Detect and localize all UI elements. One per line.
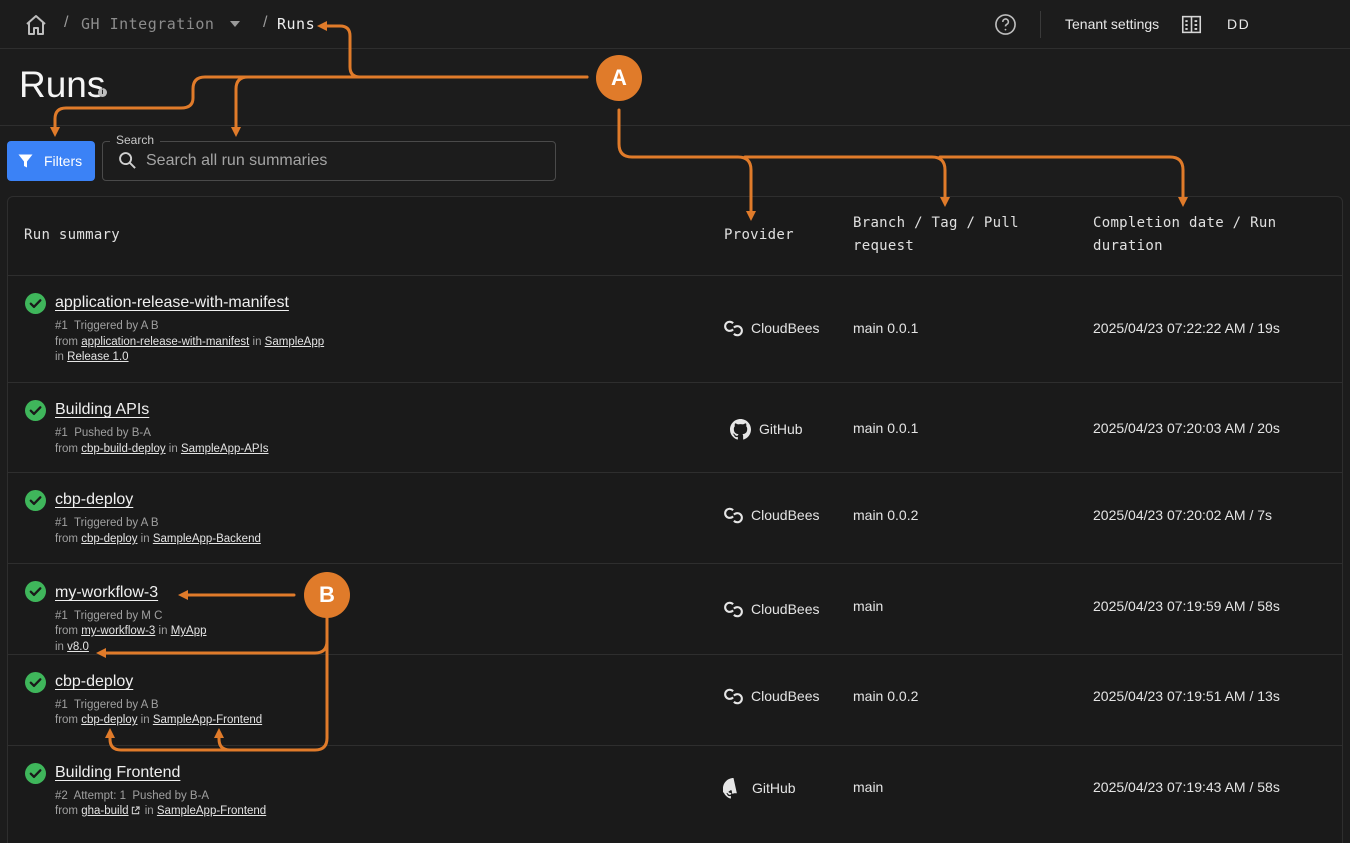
repository-link[interactable]: SampleApp-Backend (152, 533, 261, 545)
info-icon[interactable]: i (98, 88, 107, 97)
workflow-link[interactable]: my-workflow-3 (81, 625, 156, 637)
top-bar: / GH Integration / Runs Tenant settings … (0, 0, 1350, 49)
table-row[interactable]: cbp-deploy #1 Triggered by A B from cbp-… (8, 654, 1342, 745)
building-icon[interactable] (1181, 14, 1202, 35)
workflow-link[interactable]: cbp-build-deploy (81, 443, 166, 455)
branch-tag: main (853, 779, 884, 795)
provider-name: GitHub (759, 421, 803, 437)
workflow-link[interactable]: cbp-deploy (81, 714, 138, 726)
completion-date: 2025/04/23 07:22:22 AM / 19s (1093, 320, 1280, 336)
repository-link[interactable]: SampleApp (264, 336, 325, 348)
run-meta-line: #2 Attempt: 1 Pushed by B-A (55, 790, 210, 802)
table-row[interactable]: cbp-deploy #1 Triggered by A B from cbp-… (8, 472, 1342, 563)
success-check-icon (25, 672, 46, 693)
filters-button[interactable]: Filters (7, 141, 95, 181)
branch-tag: main 0.0.1 (853, 420, 919, 436)
home-icon[interactable] (24, 13, 48, 37)
column-header-branch: Branch / Tag / Pull request (853, 215, 1019, 254)
cloudbees-icon (724, 688, 743, 705)
completion-date: 2025/04/23 07:20:02 AM / 7s (1093, 507, 1273, 523)
success-check-icon (25, 400, 46, 421)
repository-link[interactable]: SampleApp-Frontend (152, 714, 263, 726)
repository-link[interactable]: MyApp (170, 625, 207, 637)
run-source-line: from gha-build in SampleApp-Frontend (55, 805, 267, 817)
completion-date: 2025/04/23 07:19:51 AM / 13s (1093, 688, 1280, 704)
header-divider (0, 125, 1350, 126)
workflow-link[interactable]: cbp-deploy (81, 533, 138, 545)
branch-tag: main 0.0.2 (853, 507, 919, 523)
filters-button-label: Filters (44, 153, 83, 169)
run-source-line: from cbp-deploy in SampleApp-Backend (55, 533, 261, 545)
completion-date: 2025/04/23 07:20:03 AM / 20s (1093, 420, 1280, 436)
user-avatar[interactable]: DD (1227, 16, 1251, 32)
chevron-down-icon[interactable] (230, 21, 240, 27)
breadcrumb-separator: / (64, 14, 69, 31)
run-meta-line: #1 Triggered by A B (55, 517, 159, 529)
branch-tag: main (853, 598, 884, 614)
search-icon (119, 152, 136, 169)
github-icon (730, 419, 751, 440)
search-label: Search (110, 133, 161, 147)
run-title-link[interactable]: Building Frontend (55, 764, 181, 781)
help-icon[interactable] (994, 13, 1017, 36)
github-icon (723, 778, 737, 799)
table-row[interactable]: Building APIs #1 Pushed by B-A from cbp-… (8, 382, 1342, 472)
cloudbees-icon (724, 601, 743, 618)
completion-date: 2025/04/23 07:19:59 AM / 58s (1093, 598, 1280, 614)
completion-date: 2025/04/23 07:19:43 AM / 58s (1093, 779, 1280, 795)
page-title: Runs (19, 64, 106, 105)
run-source-line: from cbp-build-deploy in SampleApp-APIs (55, 443, 269, 455)
table-row[interactable]: Building Frontend #2 Attempt: 1 Pushed b… (8, 745, 1342, 836)
run-title-link[interactable]: cbp-deploy (55, 673, 134, 690)
run-title-link[interactable]: application-release-with-manifest (55, 294, 289, 311)
provider-name: GitHub (752, 780, 796, 796)
run-extra-line: in Release 1.0 (55, 351, 129, 363)
column-header-provider: Provider (724, 227, 794, 243)
tenant-settings-link[interactable]: Tenant settings (1065, 16, 1160, 32)
annotation-badge-a: A (596, 55, 642, 101)
column-header-run-summary: Run summary (24, 227, 121, 243)
release-link[interactable]: v8.0 (67, 641, 89, 653)
run-meta-line: #1 Pushed by B-A (55, 427, 151, 439)
release-link[interactable]: Release 1.0 (67, 351, 129, 363)
run-source-line: from cbp-deploy in SampleApp-Frontend (55, 714, 263, 726)
branch-tag: main 0.0.1 (853, 320, 919, 336)
repository-link[interactable]: SampleApp-APIs (180, 443, 269, 455)
breadcrumb-current: Runs (277, 15, 316, 33)
success-check-icon (25, 490, 46, 511)
column-header-completion: Completion date / Run duration (1093, 215, 1277, 254)
cloudbees-icon (724, 320, 743, 337)
search-input[interactable] (146, 148, 546, 174)
provider-name: CloudBees (751, 601, 820, 617)
run-meta-line: #1 Triggered by A B (55, 699, 159, 711)
provider-name: CloudBees (751, 320, 820, 336)
provider-name: CloudBees (751, 688, 820, 704)
run-title-link[interactable]: Building APIs (55, 401, 150, 418)
workflow-link[interactable]: application-release-with-manifest (81, 336, 250, 348)
run-extra-line: in v8.0 (55, 641, 89, 653)
table-row[interactable]: application-release-with-manifest #1 Tri… (8, 275, 1342, 382)
provider-name: CloudBees (751, 507, 820, 523)
run-meta-line: #1 Triggered by A B (55, 320, 159, 332)
run-title-link[interactable]: my-workflow-3 (55, 584, 159, 601)
breadcrumb-project[interactable]: GH Integration (81, 15, 215, 33)
toolbar-divider (1040, 11, 1041, 38)
repository-link[interactable]: SampleApp-Frontend (156, 805, 267, 817)
success-check-icon (25, 581, 46, 602)
success-check-icon (25, 293, 46, 314)
run-meta-line: #1 Triggered by M C (55, 610, 163, 622)
run-source-line: from my-workflow-3 in MyApp (55, 625, 207, 637)
external-link-icon[interactable] (131, 806, 140, 815)
cloudbees-icon (724, 507, 743, 524)
run-source-line: from application-release-with-manifest i… (55, 336, 325, 348)
run-title-link[interactable]: cbp-deploy (55, 491, 134, 508)
table-row[interactable]: my-workflow-3 #1 Triggered by M C from m… (8, 563, 1342, 654)
success-check-icon (25, 763, 46, 784)
branch-tag: main 0.0.2 (853, 688, 919, 704)
annotation-badge-b: B (304, 572, 350, 618)
filter-icon (18, 154, 33, 168)
workflow-link[interactable]: gha-build (81, 805, 129, 817)
runs-table: Run summary Provider Branch / Tag / Pull… (7, 196, 1343, 843)
breadcrumb-separator: / (263, 14, 268, 31)
